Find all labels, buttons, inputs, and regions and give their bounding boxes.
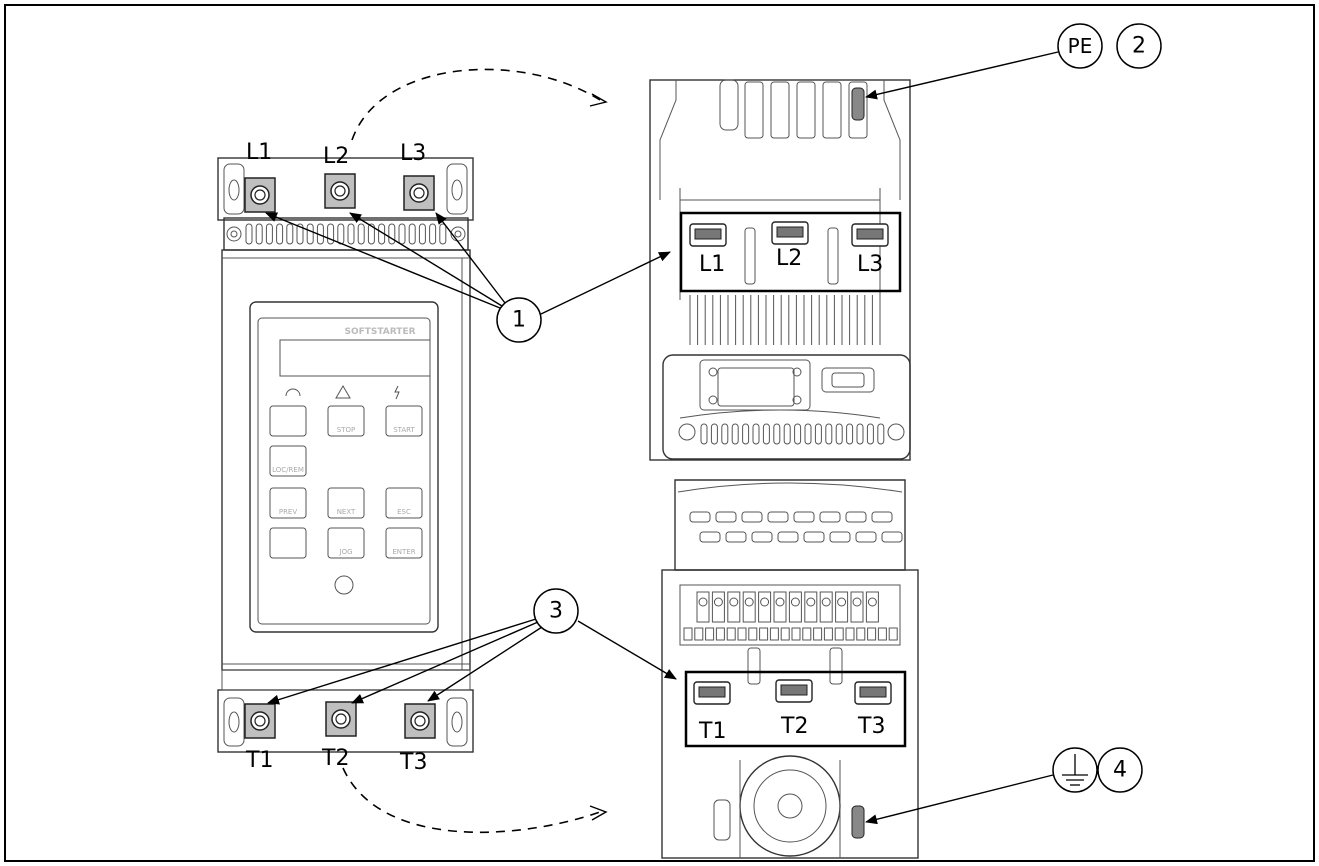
keypad-key: STOP	[327, 405, 365, 437]
side-label-L1: L1	[699, 252, 725, 277]
svg-text:NEXT: NEXT	[337, 508, 356, 516]
front-label-L3: L3	[400, 141, 426, 166]
svg-text:2: 2	[1132, 34, 1146, 59]
front-view-terminals	[244, 173, 436, 739]
svg-text:PE: PE	[1068, 34, 1093, 58]
callout-3: 3	[533, 588, 579, 634]
svg-text:ESC: ESC	[397, 508, 411, 516]
svg-text:LOC/REM: LOC/REM	[272, 466, 304, 474]
svg-text:4: 4	[1113, 758, 1127, 783]
keypad-key: NEXT	[327, 487, 365, 519]
side-label-T1: T1	[698, 719, 726, 744]
side-terminal-L2	[771, 221, 809, 245]
leader-arrows	[265, 51, 1059, 825]
motor-side-view	[661, 479, 919, 859]
side-label-L2: L2	[776, 246, 802, 271]
side-terminal-T2	[775, 679, 813, 703]
supply-side-view	[649, 79, 911, 461]
side-terminal-T3	[854, 681, 892, 705]
front-label-L1: L1	[246, 140, 272, 165]
keypad-key: ESC	[385, 487, 423, 519]
keypad-brand: SOFTSTARTER	[344, 327, 415, 337]
side-label-L3: L3	[857, 252, 883, 277]
rotation-arrows	[342, 68, 608, 833]
supply-terminal-highlight	[679, 211, 902, 293]
svg-text:ENTER: ENTER	[392, 548, 415, 556]
front-view-device: SOFTSTARTER STOP START LOC/REM PREV NEXT ESC J…	[217, 157, 474, 753]
side-label-T2: T2	[780, 714, 808, 739]
svg-text:PREV: PREV	[279, 508, 298, 516]
front-label-L2: L2	[323, 144, 349, 169]
callout-pe: PE	[1057, 23, 1103, 69]
front-label-T2: T2	[321, 746, 349, 771]
svg-text:1: 1	[512, 308, 526, 333]
svg-text:JOG: JOG	[339, 548, 353, 556]
side-terminal-T1	[693, 681, 731, 705]
svg-text:3: 3	[549, 599, 563, 624]
diagram-frame	[4, 4, 1315, 862]
side-terminal-L3	[851, 223, 889, 247]
keypad-key	[269, 527, 307, 559]
front-label-T3: T3	[399, 750, 427, 775]
keypad-key: JOG	[327, 527, 365, 559]
svg-text:START: START	[393, 426, 415, 434]
keypad-key: LOC/REM	[269, 445, 307, 477]
keypad-key: PREV	[269, 487, 307, 519]
keypad-key	[269, 405, 307, 437]
ground-icon	[1052, 747, 1098, 793]
keypad-key: ENTER	[385, 527, 423, 559]
svg-text:STOP: STOP	[337, 426, 355, 434]
motor-terminal-highlight	[684, 670, 907, 748]
callout-1: 1	[496, 297, 542, 343]
keypad-key: START	[385, 405, 423, 437]
side-terminal-L1	[689, 223, 727, 247]
callout-4: 4	[1097, 747, 1143, 793]
front-label-T1: T1	[245, 748, 273, 773]
callout-2: 2	[1116, 23, 1162, 69]
side-label-T3: T3	[857, 714, 885, 739]
